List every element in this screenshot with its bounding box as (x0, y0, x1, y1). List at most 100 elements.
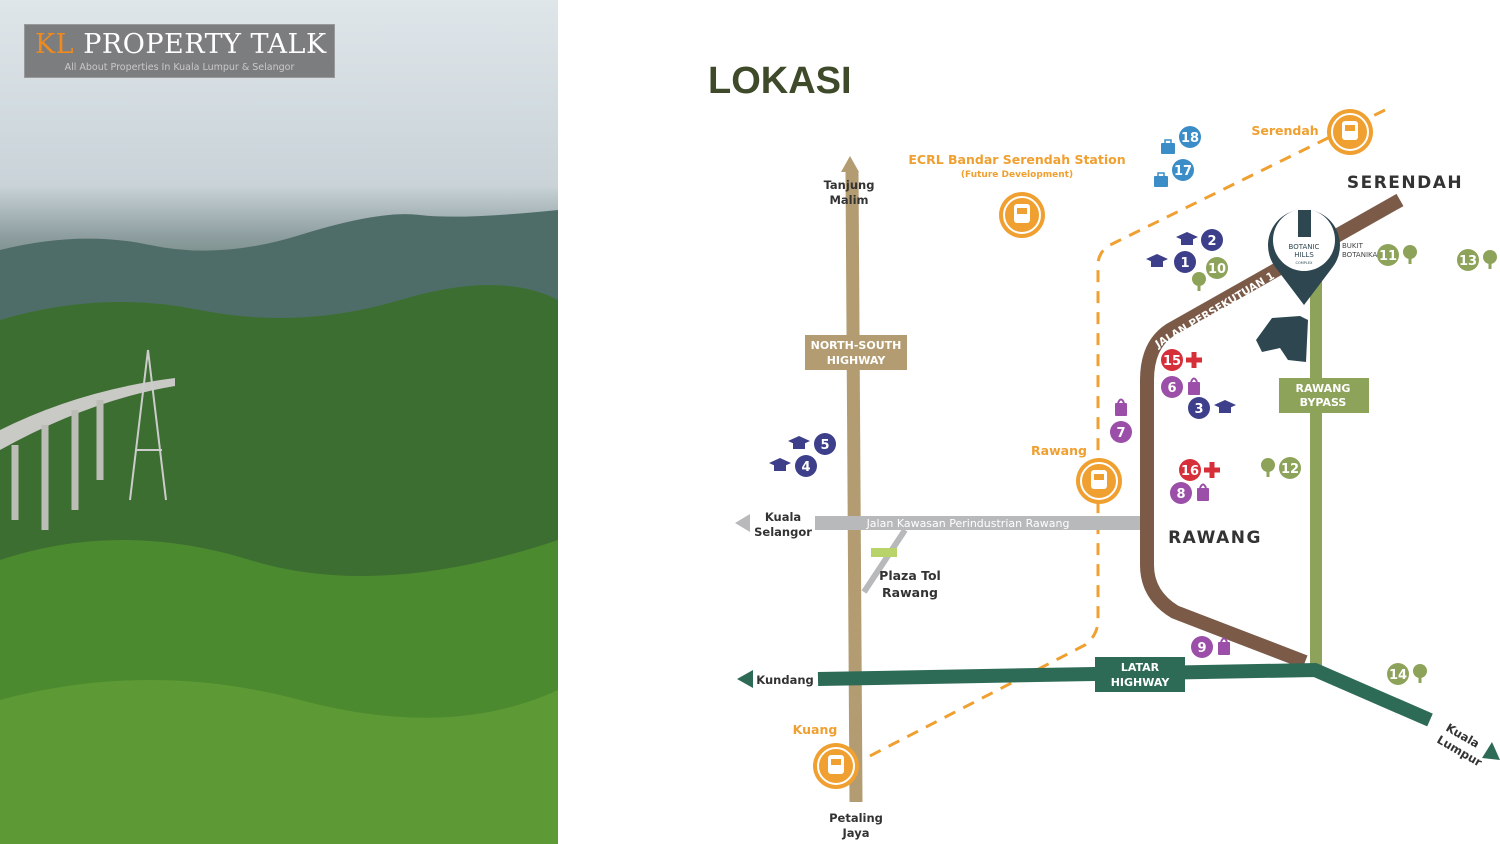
bukit-botanika-label: BUKIT (1342, 242, 1364, 250)
hospital-icon (1186, 352, 1202, 368)
poi-marker-14[interactable]: 14 (1387, 663, 1427, 685)
jalan-kawasan-label: Jalan Kawasan Perindustrian Rawang (866, 517, 1070, 530)
poi-number: 3 (1194, 402, 1203, 417)
plaza-tol-label: Plaza Tol (879, 568, 941, 583)
school-icon (1146, 254, 1168, 267)
arrow-left-icon (735, 514, 750, 532)
ns-label-2: HIGHWAY (827, 354, 887, 367)
ecrl-station-label: ECRL Bandar Serendah Station (908, 152, 1125, 167)
poi-number: 6 (1167, 381, 1176, 396)
serendah-town-label: SERENDAH (1347, 173, 1463, 193)
pin-name-1: BOTANIC (1289, 243, 1320, 251)
bukit-botanika-label-2: BOTANIKA (1342, 251, 1377, 259)
poi-marker-9[interactable]: 9 (1191, 636, 1230, 658)
arrow-up-icon (841, 156, 859, 172)
poi-number: 4 (801, 460, 810, 475)
poi-marker-11[interactable]: 11 (1377, 244, 1417, 266)
latar-highway (817, 662, 1433, 727)
ecrl-note-label: (Future Development) (961, 170, 1073, 180)
plaza-tol-branch (861, 528, 908, 594)
kl-property-talk-logo[interactable]: KL PROPERTY TALK All About Properties In… (24, 24, 335, 78)
poi-number: 10 (1208, 262, 1226, 277)
poi-marker-18[interactable]: 18 (1161, 126, 1201, 154)
poi-marker-7[interactable]: 7 (1110, 398, 1132, 444)
tanjung-malim-label-2: Malim (829, 193, 868, 207)
ns-label-1: NORTH-SOUTH (811, 339, 902, 352)
park-icon (1413, 664, 1427, 683)
office-icon (1161, 139, 1175, 154)
poi-marker-15[interactable]: 15 (1161, 349, 1202, 371)
poi-marker-2[interactable]: 2 (1176, 229, 1223, 251)
train-station-icon[interactable] (813, 743, 859, 789)
poi-number: 18 (1181, 131, 1199, 146)
poi-marker-1[interactable]: 1 (1146, 251, 1196, 273)
page-title: LOKASI (708, 60, 852, 102)
poi-marker-13[interactable]: 13 (1457, 249, 1497, 271)
rawang-station-label: Rawang (1031, 443, 1087, 458)
park-icon (1192, 272, 1206, 291)
poi-marker-16[interactable]: 16 (1179, 459, 1220, 481)
poi-number: 16 (1181, 464, 1199, 479)
poi-number: 8 (1176, 487, 1185, 502)
tanjung-malim-label: Tanjung (824, 178, 875, 192)
poi-number: 11 (1379, 249, 1397, 264)
arrow-right-icon (1482, 742, 1500, 760)
pylon (129, 349, 167, 501)
train-station-icon[interactable] (999, 192, 1045, 238)
latar-box (1095, 657, 1185, 692)
kuala-selangor-label: Kuala (765, 510, 801, 524)
office-icon (1154, 172, 1168, 187)
latar-label-2: HIGHWAY (1111, 676, 1171, 689)
serendah-station-label: Serendah (1251, 123, 1318, 138)
poi-marker-4[interactable]: 4 (769, 455, 817, 477)
poi-marker-5[interactable]: 5 (788, 433, 836, 455)
school-icon (769, 458, 791, 471)
north-south-highway (845, 171, 863, 803)
poi-number: 17 (1174, 164, 1192, 179)
toll-plaza-marker (871, 548, 897, 557)
poi-number: 5 (820, 438, 829, 453)
development-site-shape (1256, 316, 1308, 362)
poi-number: 1 (1180, 256, 1189, 271)
shopping-icon (1197, 483, 1209, 501)
rawang-bypass-box (1279, 378, 1369, 413)
poi-marker-3[interactable]: 3 (1188, 397, 1236, 419)
latar-label-1: LATAR (1121, 661, 1160, 674)
poi-number: 9 (1197, 641, 1206, 656)
poi-marker-17[interactable]: 17 (1154, 159, 1194, 187)
poi-marker-10[interactable]: 10 (1192, 257, 1228, 291)
plaza-tol-label-2: Rawang (882, 585, 938, 600)
forest-highway-photo: KL PROPERTY TALK All About Properties In… (0, 0, 558, 844)
logo-tagline: All About Properties In Kuala Lumpur & S… (64, 62, 295, 73)
botanic-hills-logo-mark (1298, 210, 1311, 237)
school-icon (788, 436, 810, 449)
kundang-label: Kundang (756, 673, 814, 687)
petaling-jaya-label-2: Jaya (842, 826, 870, 840)
poi-marker-8[interactable]: 8 (1170, 482, 1209, 504)
bypass-label-2: BYPASS (1300, 396, 1347, 409)
train-station-icon[interactable] (1327, 109, 1373, 155)
poi-marker-6[interactable]: 6 (1161, 376, 1200, 398)
kuang-station-label: Kuang (793, 722, 838, 737)
shopping-icon (1188, 377, 1200, 395)
shopping-icon (1115, 398, 1127, 416)
poi-number: 2 (1207, 234, 1216, 249)
train-station-icon[interactable] (1076, 458, 1122, 504)
poi-number: 12 (1281, 462, 1299, 477)
pin-name-2: HILLS (1294, 251, 1314, 259)
rawang-town-label: RAWANG (1168, 528, 1262, 548)
logo-kl: KL (35, 29, 75, 60)
rail-line (861, 108, 1386, 762)
jalan-persekutuan-road (1140, 193, 1404, 669)
hospital-icon (1204, 462, 1220, 478)
shopping-icon (1218, 637, 1230, 655)
park-icon (1261, 458, 1275, 477)
viaduct (0, 378, 175, 450)
poi-number: 7 (1116, 426, 1125, 441)
poi-number: 13 (1459, 254, 1477, 269)
pin-name-3: COMPLEX (1296, 261, 1313, 265)
school-icon (1214, 400, 1236, 413)
landscape-illustration (0, 210, 558, 844)
poi-marker-12[interactable]: 12 (1261, 457, 1301, 479)
